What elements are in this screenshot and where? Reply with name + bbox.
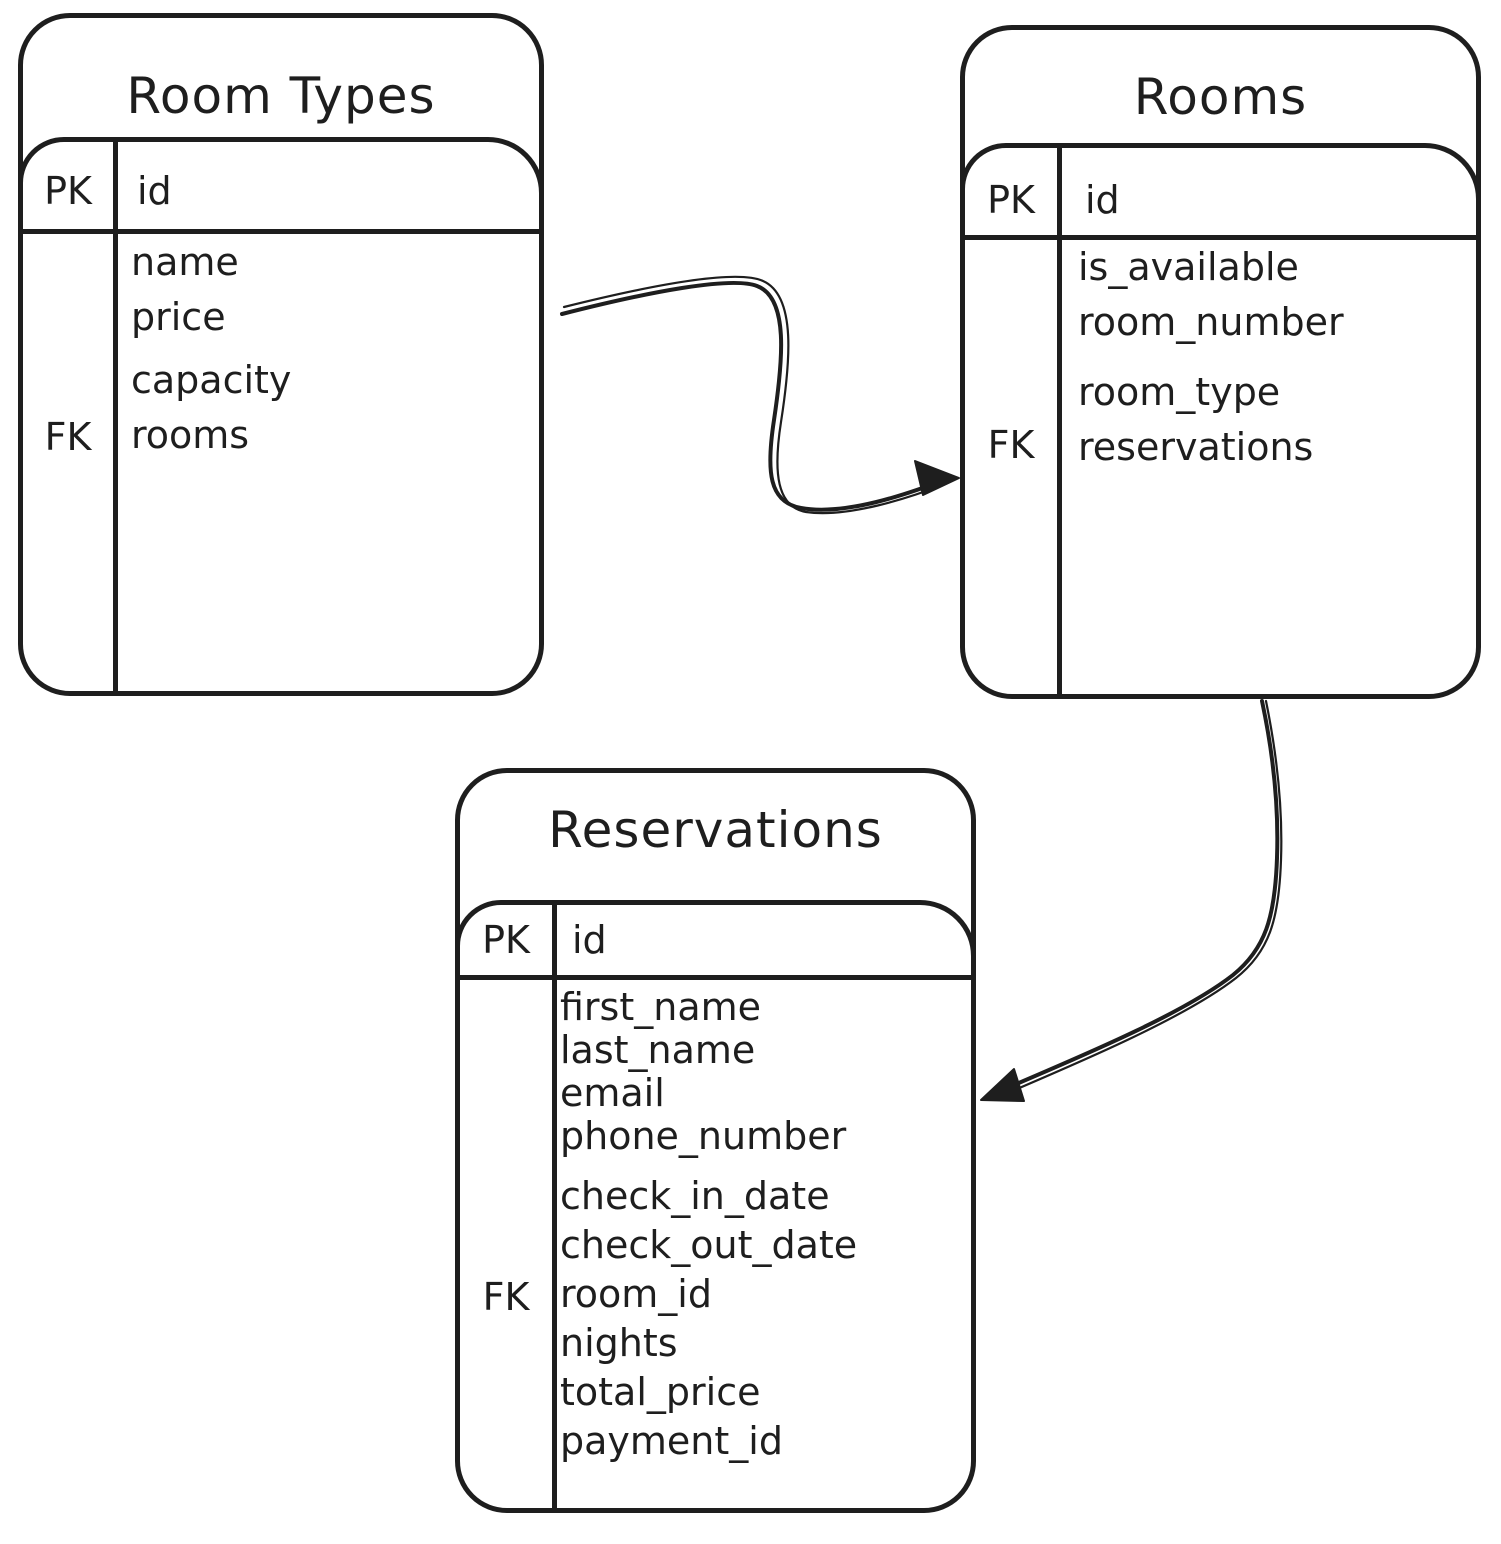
table-room-types: Room Types PK id FK name price capacity … bbox=[18, 13, 544, 696]
fk-label: FK bbox=[987, 423, 1035, 467]
table-title: Reservations bbox=[548, 801, 883, 859]
arrowhead-icon bbox=[914, 460, 960, 496]
table-reservations: Reservations PK id FK first_name last_na… bbox=[455, 768, 976, 1513]
pk-column-divider bbox=[552, 900, 557, 1508]
field-phone-number: phone_number bbox=[560, 1114, 847, 1158]
field-first-name: first_name bbox=[560, 985, 762, 1029]
table-header-row bbox=[455, 900, 976, 980]
field-room-number: room_number bbox=[1078, 300, 1344, 344]
field-total-price: total_price bbox=[560, 1370, 761, 1414]
field-last-name: last_name bbox=[560, 1028, 756, 1072]
fk-label: FK bbox=[44, 415, 92, 459]
field-list: name price capacity rooms bbox=[131, 235, 291, 463]
pk-field-id: id bbox=[1085, 178, 1120, 222]
field-email: email bbox=[560, 1071, 665, 1115]
field-check-out-date: check_out_date bbox=[560, 1223, 858, 1267]
pk-column-divider bbox=[113, 137, 118, 691]
field-list: first_name last_name email phone_number … bbox=[560, 986, 857, 1466]
field-payment-id: payment_id bbox=[560, 1419, 783, 1463]
field-check-in-date: check_in_date bbox=[560, 1174, 830, 1218]
field-is-available: is_available bbox=[1078, 245, 1299, 289]
pk-field-id: id bbox=[137, 169, 172, 213]
arrow-rooms-to-reservations bbox=[980, 699, 1283, 1102]
field-room-id: room_id bbox=[560, 1272, 712, 1316]
pk-label: PK bbox=[987, 178, 1035, 222]
field-reservations: reservations bbox=[1078, 425, 1314, 469]
table-rooms: Rooms PK id FK is_available room_number … bbox=[960, 25, 1481, 699]
pk-field-id: id bbox=[572, 918, 607, 962]
table-header-row bbox=[960, 143, 1481, 240]
pk-label: PK bbox=[482, 918, 530, 962]
table-title: Rooms bbox=[1133, 68, 1308, 126]
pk-column-divider bbox=[1057, 143, 1062, 694]
table-header-row bbox=[18, 137, 544, 234]
arrow-room-types-to-rooms bbox=[560, 275, 960, 515]
field-rooms: rooms bbox=[131, 413, 250, 457]
arrowhead-icon bbox=[980, 1068, 1025, 1102]
field-list: is_available room_number room_type reser… bbox=[1078, 240, 1344, 475]
pk-label: PK bbox=[44, 169, 92, 213]
fk-label: FK bbox=[482, 1275, 530, 1319]
table-title: Room Types bbox=[126, 67, 436, 125]
field-room-type: room_type bbox=[1078, 370, 1281, 414]
field-name: name bbox=[131, 240, 239, 284]
field-nights: nights bbox=[560, 1321, 678, 1365]
field-price: price bbox=[131, 295, 226, 339]
field-capacity: capacity bbox=[131, 358, 292, 402]
